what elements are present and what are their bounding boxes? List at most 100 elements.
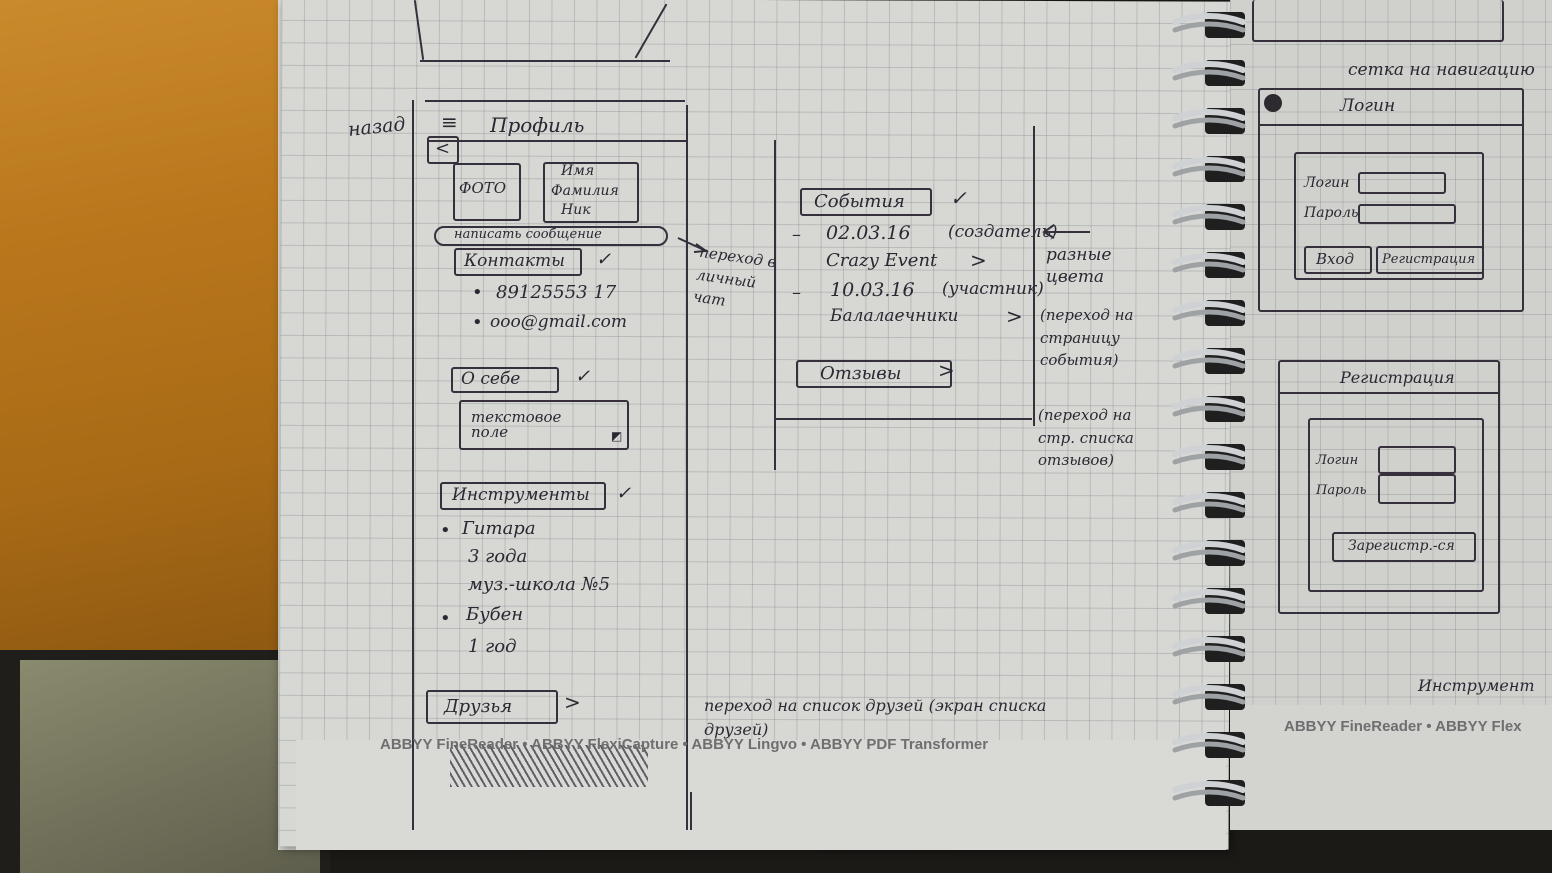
instrument-detail: 3 года (468, 546, 528, 567)
photo-label: ФОТО (459, 179, 507, 197)
submit-register-label: Зарегистр.-ся (1348, 538, 1455, 554)
sketch-line (420, 60, 670, 62)
event-name[interactable]: Балалаечники (830, 306, 959, 326)
instrument-name: Гитара (462, 518, 536, 539)
spiral-binding-icon (1172, 12, 1255, 830)
navigation-grid-note: сетка на навигацию (1348, 60, 1535, 80)
reviews-section[interactable]: Отзывы (796, 360, 952, 388)
write-message-label: написать сообщение (454, 227, 602, 242)
phone-number[interactable]: 89125553 17 (496, 282, 617, 303)
last-name-field[interactable]: Фамилия (551, 183, 619, 199)
enter-button[interactable]: Вход (1304, 246, 1372, 274)
about-section[interactable]: О себе (451, 367, 559, 393)
chevron-right-icon[interactable]: > (938, 358, 955, 382)
bullet-icon: • (472, 312, 483, 333)
instrument-detail: муз.-школа №5 (468, 574, 611, 595)
printed-footer-left: ABBYY FineReader • ABBYY FlexiCapture • … (380, 736, 989, 753)
password-label: Пароль (1304, 205, 1359, 221)
event-page-note: (переход на страницу события) (1040, 306, 1134, 369)
resize-handle-icon[interactable]: ◩ (611, 429, 623, 443)
instrument-detail: 1 год (468, 636, 517, 657)
page-left-margin (296, 740, 1226, 850)
back-icon: < (435, 138, 451, 159)
phone-frame-left (774, 140, 776, 470)
header-divider (1260, 124, 1522, 126)
bullet-icon: • (472, 282, 483, 303)
phone-frame-right (686, 105, 688, 830)
login-input[interactable] (1378, 446, 1456, 474)
reviews-label: Отзывы (820, 363, 902, 384)
previous-screen-frame (1252, 0, 1504, 42)
camera-dot-icon (1264, 94, 1282, 112)
event-role: (участник) (942, 279, 1044, 299)
contacts-section[interactable]: Контакты (454, 248, 582, 276)
phone-frame-left (412, 100, 414, 830)
phone-frame-bottom (776, 418, 1032, 420)
login-form: Логин Пароль Вход Регистрация (1294, 152, 1484, 280)
register-screen-title: Регистрация (1340, 368, 1455, 387)
register-button[interactable]: Регистрация (1376, 246, 1484, 274)
nickname-field[interactable]: Ник (561, 202, 591, 218)
login-screen-frame: Логин Логин Пароль Вход Регистрация (1258, 88, 1524, 312)
page-right-margin (1230, 705, 1552, 830)
event-date: 10.03.16 (830, 279, 915, 301)
password-label: Пароль (1316, 483, 1367, 498)
password-input[interactable] (1378, 474, 1456, 504)
write-message-button[interactable]: написать сообщение (434, 226, 668, 246)
dash-icon: – (792, 282, 801, 303)
dash-icon: – (792, 224, 801, 245)
login-input[interactable] (1358, 172, 1446, 194)
submit-register-button[interactable]: Зарегистр.-ся (1332, 532, 1476, 562)
register-form: Логин Пароль Зарегистр.-ся (1308, 418, 1484, 592)
menu-icon[interactable]: ≡ (441, 110, 458, 134)
first-name-field[interactable]: Имя (561, 163, 595, 179)
events-section[interactable]: События (800, 188, 932, 216)
photo-placeholder[interactable]: ФОТО (453, 163, 521, 221)
enter-label: Вход (1316, 250, 1355, 268)
expand-check-icon[interactable]: ✓ (575, 366, 591, 387)
instrument-name: Бубен (466, 604, 524, 625)
reviews-list-note: (переход на стр. списка отзывов) (1038, 406, 1134, 469)
event-role: (создатель) (948, 222, 1058, 242)
chevron-right-icon[interactable]: > (564, 690, 581, 714)
instrument-note: Инструмент (1418, 676, 1535, 695)
header-divider (1280, 392, 1498, 394)
back-button[interactable]: < (427, 136, 459, 164)
arrow-right-icon (677, 237, 709, 253)
events-label: События (814, 191, 905, 212)
page-title: Профиль (490, 113, 585, 137)
friends-section[interactable]: Друзья (426, 690, 558, 724)
expand-check-icon[interactable]: ✓ (616, 483, 632, 504)
about-label: О себе (461, 369, 521, 389)
header-divider (428, 140, 686, 142)
wooden-desk (0, 0, 330, 660)
friends-list-note: переход на список друзей (экран списка д… (704, 696, 1047, 739)
expand-check-icon[interactable]: ✓ (596, 249, 612, 270)
event-name[interactable]: Crazy Event (826, 250, 938, 271)
instruments-section[interactable]: Инструменты (440, 482, 606, 510)
expand-check-icon[interactable]: ✓ (950, 186, 967, 210)
register-label: Регистрация (1382, 252, 1476, 267)
desk-surface (20, 660, 320, 873)
contacts-label: Контакты (464, 251, 565, 271)
instruments-label: Инструменты (452, 485, 590, 505)
arrow-left-icon (1042, 224, 1090, 239)
event-date: 02.03.16 (826, 222, 911, 244)
text-field[interactable]: текстовое поле ◩ (459, 400, 629, 450)
private-chat-note: переход в личный чат (692, 242, 778, 310)
sketch-line (690, 792, 692, 830)
bullet-icon: • (440, 520, 451, 541)
chevron-right-icon[interactable]: > (1006, 304, 1023, 328)
name-fields: Имя Фамилия Ник (543, 162, 639, 223)
email-address[interactable]: ooo@gmail.com (490, 312, 627, 332)
login-screen-title: Логин (1340, 96, 1396, 116)
register-screen-frame: Регистрация Логин Пароль Зарегистр.-ся (1278, 360, 1500, 614)
chevron-right-icon[interactable]: > (970, 248, 987, 272)
scribbled-out-sketch (450, 745, 648, 787)
text-field-label: текстовое поле (471, 408, 562, 441)
friends-label: Друзья (444, 696, 513, 717)
phone-frame-top (425, 100, 685, 102)
password-input[interactable] (1358, 204, 1456, 224)
printed-footer-right: ABBYY FineReader • ABBYY Flex (1284, 718, 1522, 735)
colors-note: разные цвета (1046, 245, 1112, 288)
